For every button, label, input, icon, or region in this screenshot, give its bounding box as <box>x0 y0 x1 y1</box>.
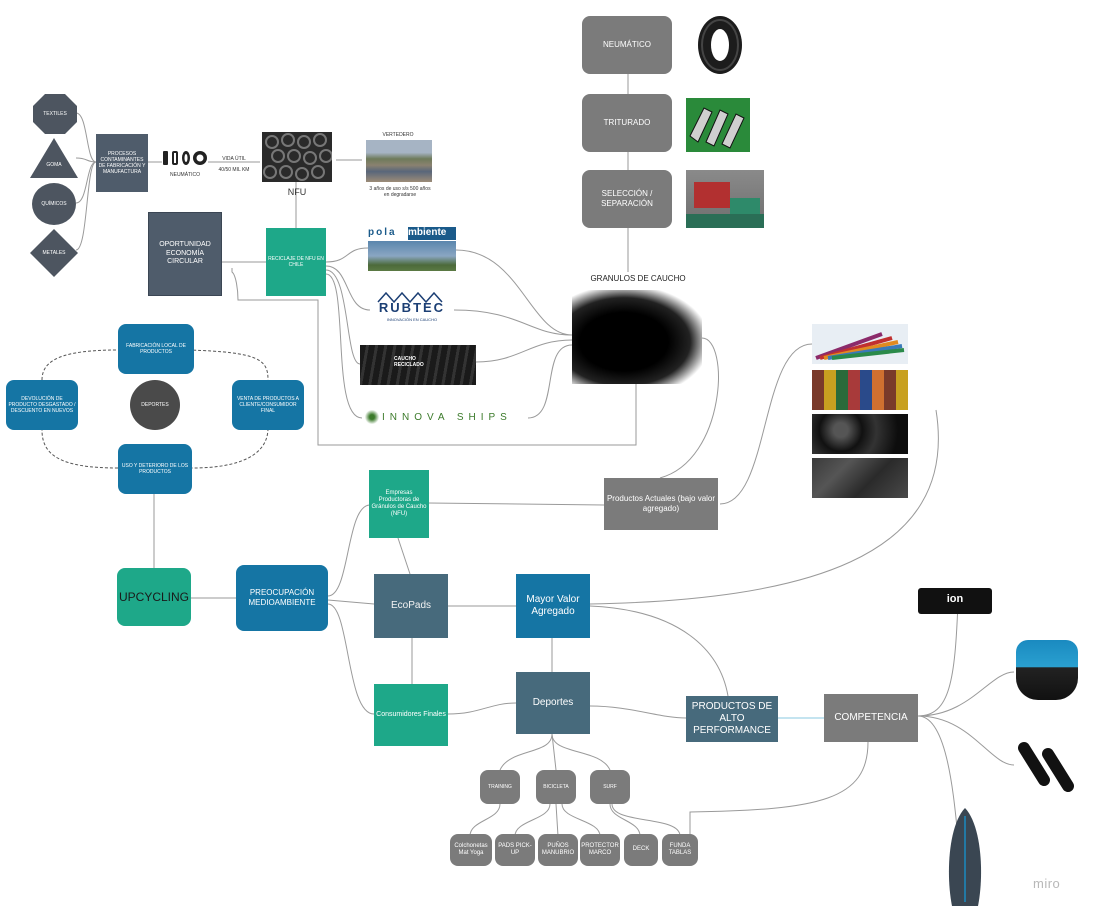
ion-logo-text: ion <box>946 593 964 605</box>
procesos-node: PROCESOS CONTAMINANTES DE FABRICACIÓN Y … <box>96 134 148 192</box>
metales-label: METALES <box>42 250 66 256</box>
textiles-label: TEXTILES <box>43 111 67 117</box>
goma-label: GOMA <box>46 162 62 168</box>
seleccion-node: SELECCIÓN / SEPARACIÓN <box>582 170 672 228</box>
tyres-icon <box>162 150 208 166</box>
colored-rubber-sheets-image <box>812 324 908 364</box>
polambiente-logo-b: mbiente <box>408 227 456 240</box>
rubtec-logo-subtitle: INNOVACIÓN EN CAUCHO <box>386 317 438 322</box>
leaf-icon <box>364 408 380 426</box>
bike-grips-image <box>1014 740 1078 794</box>
tire-icon <box>688 14 750 76</box>
surfboard-bag-image <box>942 806 988 908</box>
training-node: TRAINING <box>480 770 520 804</box>
diamond-shape <box>30 229 78 277</box>
vida-util-km-label: 40/50 MIL KM <box>218 167 250 173</box>
reciclaje-node: RECICLAJE DE NFU EN CHILE <box>266 228 326 296</box>
empresas-node: Empresas Productoras de Gránulos de Cauc… <box>369 470 429 538</box>
innova-ships-text: INNOVA SHIPS <box>382 412 512 423</box>
consumidores-node: Consumidores Finales <box>374 684 448 746</box>
oportunidad-node: OPORTUNIDAD ECONOMÍA CIRCULAR <box>148 212 222 296</box>
punos-node: PUÑOS MANUBRIO <box>538 834 578 866</box>
deck-node: DECK <box>624 834 658 866</box>
neumatico-node: NEUMÁTICO <box>582 16 672 74</box>
octagon-shape <box>33 94 77 134</box>
granulos-label: GRANULOS DE CAUCHO <box>590 274 686 283</box>
neumatico-small-label: NEUMÁTICO <box>170 172 200 178</box>
colchonetas-node: Colchonetas Mat Yoga <box>450 834 492 866</box>
miro-watermark: miro <box>1033 876 1061 891</box>
quimicos-label: QUÍMICOS <box>41 201 67 207</box>
separation-machine-image <box>686 170 764 228</box>
vertedero-note: 3 años de uso s/s 500 años en degradarse <box>369 186 431 199</box>
devolucion-node: DEVOLUCIÓN DE PRODUCTO DESGASTADO / DESC… <box>6 380 78 430</box>
deportes-node: Deportes <box>516 672 590 734</box>
colored-granules-image <box>812 370 908 410</box>
surf-node: SURF <box>590 770 630 804</box>
ion-bag-image: ion <box>918 588 992 614</box>
polambiente-logo: pola mbiente <box>368 227 456 271</box>
innova-ships-logo: INNOVA SHIPS <box>362 404 528 432</box>
funda-node: FUNDA TABLAS <box>662 834 698 866</box>
black-granules-image <box>812 414 908 454</box>
traction-pad-image <box>1016 640 1078 700</box>
caucho-reciclado-image: CAUCHO RECICLADO <box>360 345 476 385</box>
fabricacion-node: FABRICACIÓN LOCAL DE PRODUCTOS <box>118 324 194 374</box>
rubber-granules-image <box>572 290 702 384</box>
caucho-reciclado-text: CAUCHO RECICLADO <box>394 356 424 368</box>
nfu-tyre-pile-image <box>262 132 332 182</box>
preocupacion-node: PREOCUPACIÓN MEDIOAMBIENTE <box>236 565 328 631</box>
venta-node: VENTA DE PRODUCTOS A CLIENTE/CONSUMIDOR … <box>232 380 304 430</box>
vida-util-label: VIDA ÚTIL <box>222 156 246 162</box>
upcycling-node: UPCYCLING <box>117 568 191 626</box>
productos-alto-node: PRODUCTOS DE ALTO PERFORMANCE <box>686 696 778 742</box>
pads-node: PADS PICK-UP <box>495 834 535 866</box>
bicicleta-node: BICICLETA <box>536 770 576 804</box>
metales-node: METALES <box>30 229 78 277</box>
vertedero-label: VERTEDERO <box>382 132 414 138</box>
deportes-circle-node: DEPORTES <box>130 380 180 430</box>
mayor-valor-node: Mayor Valor Agregado <box>516 574 590 638</box>
nfu-label: NFU <box>287 187 307 197</box>
rubtec-logo-text: RUBTEC <box>378 300 446 315</box>
polambiente-logo-a: pola <box>368 227 412 240</box>
rubtec-logo: RUBTEC INNOVACIÓN EN CAUCHO <box>370 290 454 326</box>
productos-actuales-node: Productos Actuales (bajo valor agregado) <box>604 478 718 530</box>
uso-node: USO Y DETERIORO DE LOS PRODUCTOS <box>118 444 192 494</box>
quimicos-node: QUÍMICOS <box>32 183 76 225</box>
landfill-image <box>366 140 432 182</box>
ecopads-node: EcoPads <box>374 574 448 638</box>
shredder-image <box>686 98 750 152</box>
textiles-node: TEXTILES <box>33 94 77 134</box>
protector-node: PROTECTOR MARCO <box>580 834 620 866</box>
triangle-shape <box>30 138 78 178</box>
competencia-node: COMPETENCIA <box>824 694 918 742</box>
rubber-surface-image <box>812 458 908 498</box>
triturado-node: TRITURADO <box>582 94 672 152</box>
goma-node: GOMA <box>30 138 78 178</box>
